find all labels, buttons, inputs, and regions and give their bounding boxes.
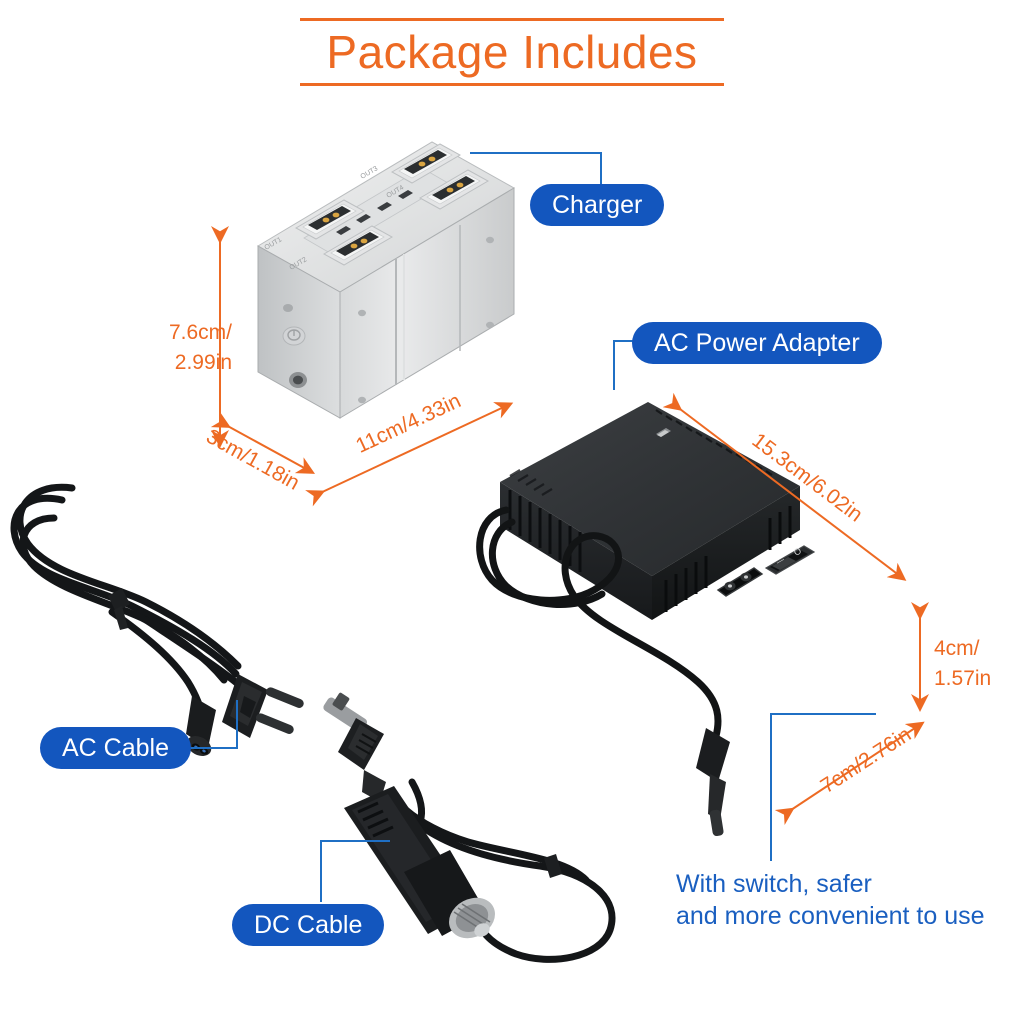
callout-dc-cable[interactable]: DC Cable bbox=[232, 904, 385, 946]
callout-ac-cable[interactable]: AC Cable bbox=[40, 727, 191, 769]
adapter-width-arrow bbox=[774, 716, 930, 826]
switch-note-leader-vertical bbox=[770, 713, 772, 861]
charger-depth-arrow bbox=[210, 411, 326, 484]
dc-cable-leader-vertical bbox=[320, 840, 322, 902]
charger-leader-line-horizontal bbox=[470, 152, 602, 154]
adapter-dc-plug bbox=[696, 728, 730, 837]
adapter-height-arrow bbox=[906, 602, 936, 714]
page-title-block: Package Includes bbox=[300, 18, 724, 86]
adapter-leader-line-horizontal bbox=[613, 340, 641, 342]
charger-port-4 bbox=[418, 169, 490, 210]
charger-port-1 bbox=[294, 199, 366, 240]
charger-port-2 bbox=[322, 225, 394, 266]
charger-height-dimension: 7.6cm/ 2.99in bbox=[148, 318, 232, 378]
adapter-leader-line-vertical bbox=[613, 340, 615, 390]
adapter-output-cable bbox=[476, 506, 722, 740]
dc-cable-product-image bbox=[300, 690, 670, 970]
switch-note-line2: and more convenient to use bbox=[676, 902, 985, 930]
adapter-length-arrow bbox=[662, 392, 916, 596]
callout-ac-power-adapter[interactable]: AC Power Adapter bbox=[632, 322, 882, 364]
page-title: Package Includes bbox=[326, 26, 698, 78]
adapter-switch-note: With switch, safer and more convenient t… bbox=[676, 868, 985, 932]
charger-port-3 bbox=[390, 143, 462, 184]
ac-cable-tie bbox=[108, 588, 130, 630]
dc-cable-car-plug bbox=[344, 786, 495, 939]
ac-cable-eu-plug bbox=[222, 674, 304, 738]
switch-note-line1: With switch, safer bbox=[676, 870, 872, 898]
dc-cable-barrel-plug bbox=[323, 692, 386, 802]
title-rule-bottom bbox=[300, 83, 724, 86]
charger-height-line1: 7.6cm/ bbox=[168, 321, 232, 344]
charger-width-arrow bbox=[305, 398, 520, 508]
charger-power-button bbox=[282, 326, 306, 346]
charger-height-arrow bbox=[196, 226, 236, 460]
adapter-height-dimension: 4cm/ 1.57in bbox=[934, 634, 991, 694]
title-rule-top bbox=[300, 18, 724, 21]
charger-dc-input-jack bbox=[289, 372, 307, 388]
ac-cable-leader-vertical bbox=[236, 700, 238, 748]
adapter-height-line1: 4cm/ bbox=[934, 637, 980, 660]
charger-height-line2: 2.99in bbox=[174, 351, 232, 374]
ac-cable-c7-connector bbox=[186, 696, 216, 757]
ac-cable-leader-horizontal bbox=[172, 747, 238, 749]
charger-led-indicator bbox=[283, 304, 293, 312]
ac-cable-product-image bbox=[0, 460, 340, 780]
dc-cable-metal-tip bbox=[449, 897, 495, 939]
dc-cable-tie bbox=[544, 854, 562, 878]
charger-leader-line-vertical bbox=[600, 152, 602, 186]
switch-note-leader-horizontal bbox=[770, 713, 876, 715]
adapter-height-line2: 1.57in bbox=[934, 667, 992, 690]
charger-product-image: OUT1 OUT2 OUT3 OUT4 bbox=[196, 128, 536, 458]
dc-cable-leader-horizontal bbox=[320, 840, 390, 842]
callout-charger[interactable]: Charger bbox=[530, 184, 665, 226]
